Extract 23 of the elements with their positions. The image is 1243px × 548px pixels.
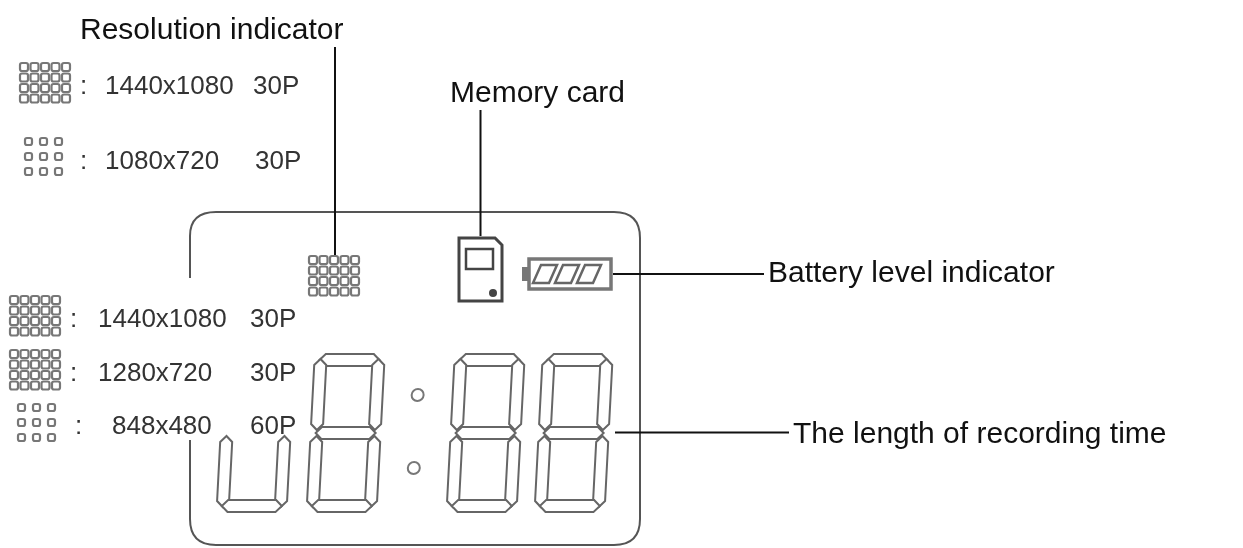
callout-label: Memory card bbox=[450, 75, 626, 108]
resolution-label: 1280x720 bbox=[98, 359, 213, 385]
frame-rate-label: 30P bbox=[250, 359, 297, 385]
resolution-label: 1440x1080 bbox=[105, 72, 234, 98]
frame-rate-label: 60P bbox=[250, 412, 297, 438]
leader-line bbox=[612, 273, 765, 275]
separator-colon: : bbox=[80, 147, 88, 173]
resolution-label: 1440x1080 bbox=[98, 305, 227, 331]
resolution-label: 848x480 bbox=[112, 412, 212, 438]
leader-line bbox=[334, 46, 336, 256]
leader-line bbox=[614, 431, 790, 434]
callout-label: The length of recording time bbox=[793, 416, 1167, 449]
resolution-label: 1080x720 bbox=[105, 147, 220, 173]
leader-line bbox=[479, 109, 482, 237]
frame-rate-label: 30P bbox=[250, 305, 297, 331]
separator-colon: : bbox=[75, 412, 83, 438]
separator-colon: : bbox=[70, 305, 78, 331]
callout-label: Battery level indicator bbox=[768, 255, 1055, 288]
callout-label: Resolution indicator bbox=[80, 12, 344, 45]
frame-rate-label: 30P bbox=[255, 147, 302, 173]
separator-colon: : bbox=[80, 72, 88, 98]
separator-colon: : bbox=[70, 359, 78, 385]
frame-rate-label: 30P bbox=[253, 72, 300, 98]
